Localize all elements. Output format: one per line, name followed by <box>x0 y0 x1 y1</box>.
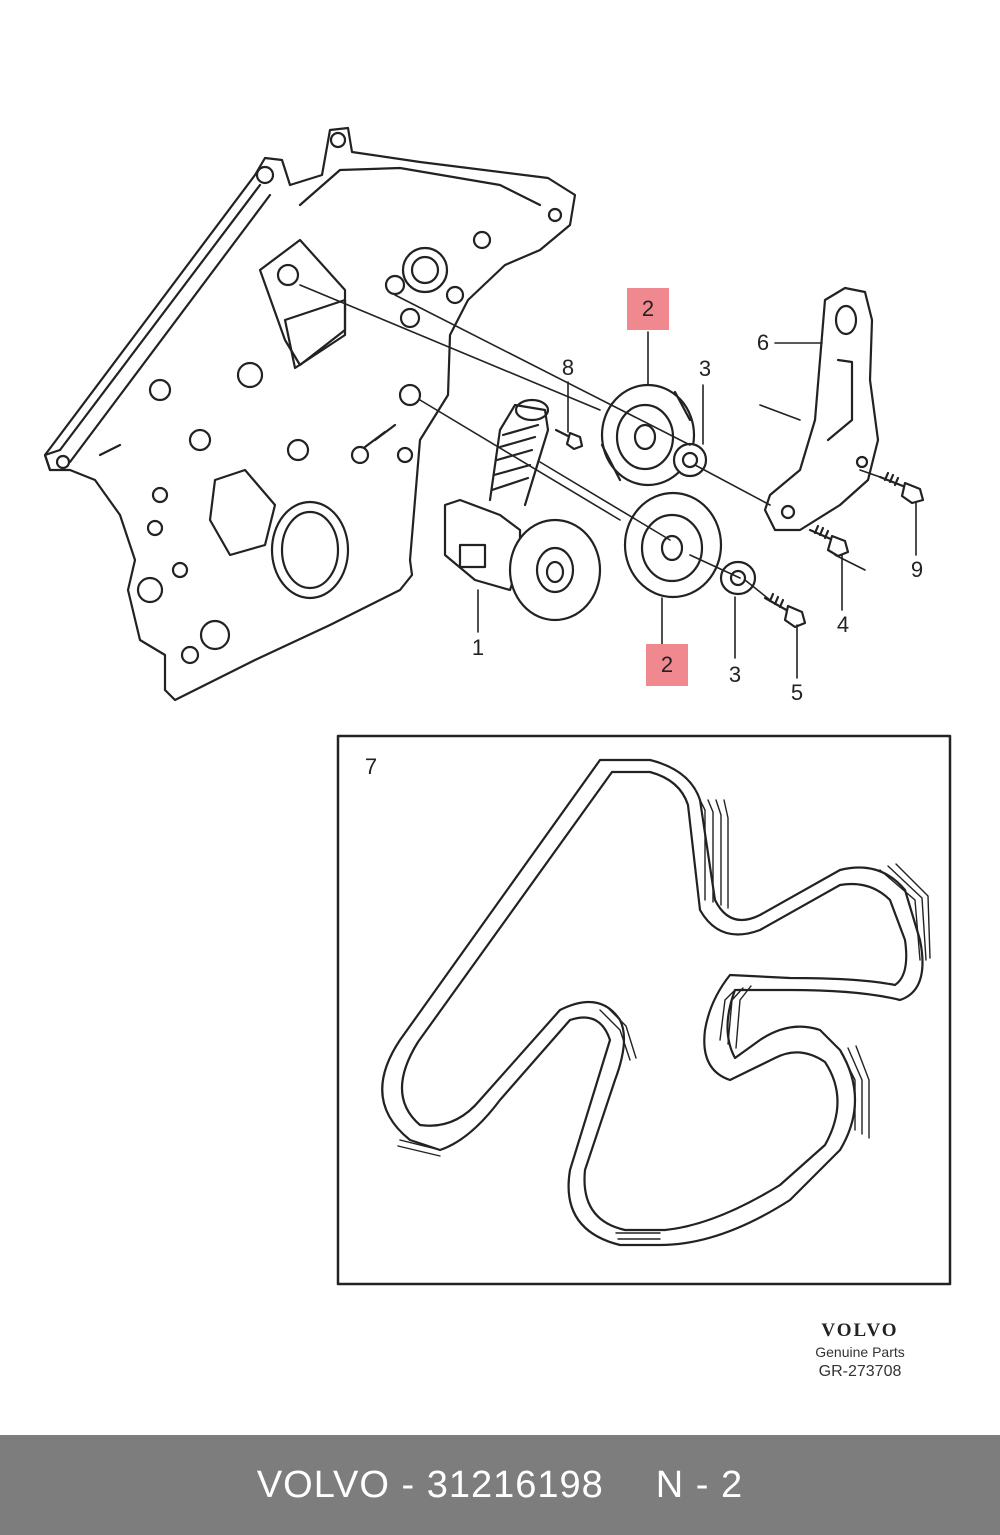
washer-top <box>672 442 708 478</box>
part-label-7: 7 <box>364 754 378 779</box>
part-label-3-bottom: 3 <box>728 662 742 687</box>
part-label-2-top: 2 <box>627 288 669 330</box>
part-label-5: 5 <box>790 680 804 705</box>
brand-block: VOLVO Genuine Parts GR-273708 <box>800 1320 920 1381</box>
part-label-6: 6 <box>756 330 770 355</box>
footer-bar: VOLVO - 31216198 N - 2 <box>0 1435 1000 1535</box>
part-label-8: 8 <box>561 355 575 380</box>
bolt-9 <box>878 471 925 505</box>
parts-diagram <box>43 126 952 1286</box>
footer-part-number: VOLVO - 31216198 <box>256 1463 604 1506</box>
stud-8 <box>554 428 584 451</box>
bolt-5 <box>763 592 807 629</box>
part-label-4: 4 <box>836 612 850 637</box>
brand-subtitle: Genuine Parts <box>815 1344 905 1360</box>
part-label-3-top: 3 <box>698 356 712 381</box>
volvo-logo: VOLVO <box>821 1320 899 1341</box>
washer-bottom <box>719 560 757 596</box>
bracket <box>763 286 880 532</box>
part-label-2-bottom: 2 <box>646 644 688 686</box>
belt-tensioner <box>443 398 602 622</box>
footer-quantity: N - 2 <box>655 1463 744 1506</box>
idler-pulley-bottom <box>623 491 723 599</box>
part-label-1: 1 <box>471 635 485 660</box>
serpentine-belt <box>381 758 931 1247</box>
diagram-reference: GR-273708 <box>818 1363 902 1380</box>
bolt-4 <box>808 524 850 558</box>
timing-cover <box>43 126 577 702</box>
part-label-9: 9 <box>910 557 924 582</box>
